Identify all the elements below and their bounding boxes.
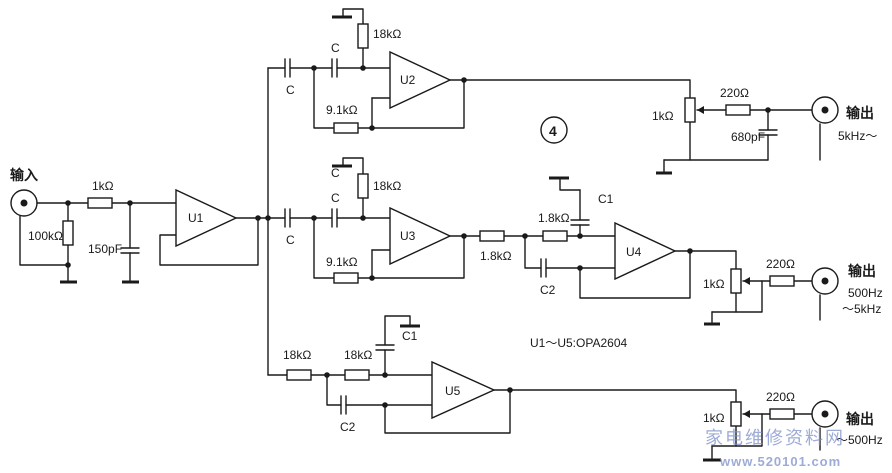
- potentiometer-u5: [730, 401, 750, 427]
- op-amp-u5: [431, 360, 496, 420]
- resistor-input-series: [87, 197, 113, 209]
- capacitor-u5-c1: [375, 344, 395, 351]
- capacitor-u2-c1-value: C: [286, 83, 295, 97]
- resistor-u5-output: [769, 408, 795, 420]
- resistor-u3-top: [357, 173, 369, 199]
- input-wires: [19, 202, 259, 283]
- capacitor-u4-c2: [540, 258, 547, 278]
- op-amp-u1: [175, 188, 238, 248]
- dots-mid: [311, 215, 693, 281]
- output-jack-high: [811, 96, 839, 124]
- capacitor-u3-c1: [284, 208, 291, 228]
- watermark-cn: 家电维修资料网: [705, 428, 845, 448]
- output-range-mid-2: ～5kHz: [842, 302, 881, 316]
- op-amp-u4-label: U4: [626, 245, 642, 259]
- resistor-u2-output: [725, 104, 751, 116]
- resistor-input-series-value: 1kΩ: [92, 179, 114, 193]
- dots-input: [65, 200, 133, 268]
- resistor-u5-r1: [286, 369, 312, 381]
- capacitor-u5-c2-value: C2: [340, 420, 356, 434]
- output-label-low: 输出: [846, 411, 874, 427]
- resistor-input-shunt-value: 100kΩ: [28, 229, 63, 243]
- potentiometer-u4-value: 1kΩ: [703, 277, 725, 291]
- capacitor-u2-c2-value: C: [331, 41, 340, 55]
- resistor-u5-output-value: 220Ω: [766, 390, 795, 404]
- resistor-u5-r1-value: 18kΩ: [283, 348, 311, 362]
- capacitor-u2-output-value: 680pF: [731, 130, 765, 144]
- capacitor-u5-c2: [340, 395, 347, 415]
- figure-number-badge: 4: [540, 116, 568, 144]
- resistor-u4-lowpass: [542, 230, 568, 242]
- output-range-low: ～500Hz: [836, 433, 883, 447]
- resistor-u2-feedback-value: 9.1kΩ: [326, 103, 358, 117]
- capacitor-u3-c1-value: C: [286, 233, 295, 247]
- resistor-u4-output: [769, 275, 795, 287]
- resistor-u2-output-value: 220Ω: [720, 86, 749, 100]
- op-amp-u3-label: U3: [400, 229, 416, 243]
- resistor-u3-feedback: [333, 272, 359, 284]
- op-amp-u3: [389, 206, 452, 266]
- figure-number: 4: [549, 123, 557, 139]
- low-branch-wires: [310, 315, 821, 459]
- capacitor-u2-output: [758, 129, 778, 136]
- output-label-mid: 输出: [848, 263, 876, 279]
- dots-high: [311, 65, 771, 131]
- resistor-u3-link: [479, 230, 505, 242]
- high-branch-wires: [289, 8, 821, 173]
- output-jack-mid: [811, 267, 839, 295]
- capacitor-u4-c1: [570, 219, 590, 226]
- signal-bus: [235, 67, 288, 376]
- potentiometer-u5-value: 1kΩ: [703, 411, 725, 425]
- capacitor-u3-c2-value: C: [331, 191, 340, 205]
- resistor-u4-lowpass-value: 1.8kΩ: [538, 211, 570, 225]
- capacitor-u4-c1-value: C1: [598, 192, 614, 206]
- potentiometer-u4: [730, 268, 750, 294]
- output-label-high: 输出: [846, 105, 874, 121]
- resistor-input-shunt: [62, 220, 74, 246]
- dots-low: [324, 372, 513, 408]
- output-range-high: 5kHz～: [838, 129, 877, 143]
- resistor-u3-top-value: 18kΩ: [373, 179, 401, 193]
- output-range-mid-1: 500Hz: [848, 286, 883, 300]
- resistor-u3-feedback-value: 9.1kΩ: [326, 255, 358, 269]
- capacitor-u2-c2: [331, 58, 338, 78]
- dots-bus: [255, 215, 271, 221]
- op-amp-u1-label: U1: [188, 211, 204, 225]
- input-label: 输入: [10, 167, 38, 183]
- resistor-u4-output-value: 220Ω: [766, 257, 795, 271]
- input-jack: [10, 189, 38, 217]
- potentiometer-u2: [684, 97, 704, 123]
- capacitor-input-shunt: [120, 247, 140, 254]
- ic-note: U1～U5:OPA2604: [530, 336, 627, 350]
- capacitor-u5-c1-value: C1: [402, 329, 418, 343]
- potentiometer-u2-value: 1kΩ: [652, 109, 674, 123]
- resistor-u2-top-value: 18kΩ: [373, 27, 401, 41]
- capacitor-u2-c1: [284, 58, 291, 78]
- resistor-u2-top: [357, 23, 369, 49]
- resistor-u5-r2-value: 18kΩ: [344, 348, 372, 362]
- capacitor-u3-c3-value: C: [331, 166, 340, 180]
- resistor-u2-feedback: [333, 122, 359, 134]
- op-amp-u2: [389, 50, 452, 110]
- capacitor-u3-c2: [331, 208, 338, 228]
- resistor-u5-r2: [344, 369, 370, 381]
- watermark-url: www.520101.com: [719, 454, 841, 469]
- capacitor-u4-c2-value: C2: [540, 283, 556, 297]
- capacitor-input-shunt-value: 150pF: [88, 242, 122, 256]
- resistor-u3-link-value: 1.8kΩ: [480, 249, 512, 263]
- op-amp-u2-label: U2: [400, 73, 416, 87]
- output-jack-low: [811, 400, 839, 428]
- op-amp-u5-label: U5: [445, 384, 461, 398]
- op-amp-u4: [614, 221, 677, 281]
